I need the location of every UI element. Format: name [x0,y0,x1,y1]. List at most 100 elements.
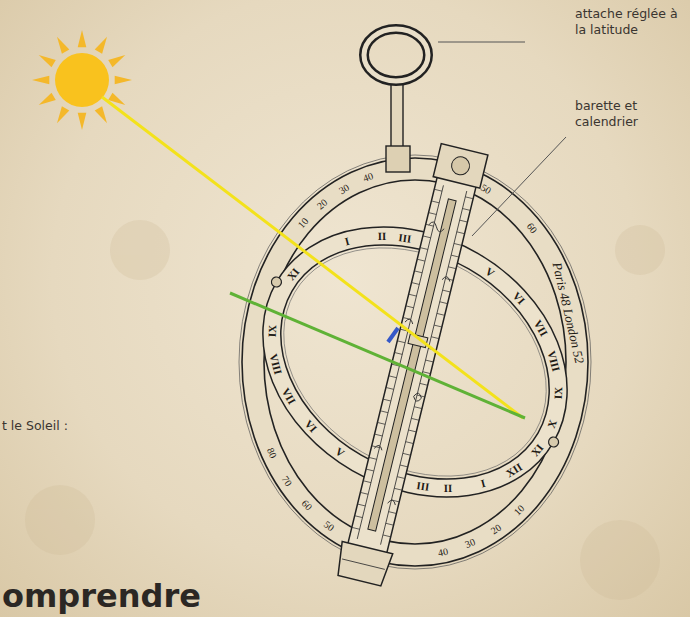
parchment-spots [580,520,660,600]
hour-line [230,293,525,418]
bridge-bar [400,465,408,467]
sun-symbol [32,30,132,130]
sun-symbol [39,55,56,67]
bridge-bar [352,527,360,529]
hour-ring [226,186,604,539]
hour-numeral: II [377,230,386,242]
suspension-ring [364,29,428,81]
sun-symbol [95,37,107,54]
bridge-bar [386,387,394,389]
section-heading: omprendre [2,578,201,614]
bridge-bar [394,352,402,354]
bridge-bar [386,523,394,525]
parchment-spots [615,225,665,275]
bridge-bar [355,516,363,518]
bridge-bar [409,294,417,296]
bridge-bar [334,143,490,587]
bridge-bar [389,512,397,514]
sun-symbol [55,53,109,107]
hour-numeral: III [398,231,412,245]
sun-symbol [95,106,107,123]
bridge-bar [423,372,431,374]
bridge-bar [440,302,448,304]
suspension-ring [364,29,428,150]
bridge-bar [383,535,391,537]
pinhole-mark [388,328,398,342]
bridge-bar [403,453,411,455]
bridge-bar [433,144,488,188]
part-label: barette et calendrier [575,98,687,130]
bridge-bar [377,422,385,424]
bridge-bar [465,197,473,199]
bridge-bar [368,199,456,531]
leader-line [438,42,525,43]
bridge-bar [383,399,391,401]
bridge-bar [375,434,383,436]
bridge-bar [369,457,377,459]
bridge-bar [443,290,451,292]
bridge-bar [414,271,422,273]
bridge-bar [363,481,371,483]
bridge-bar [366,469,374,471]
degree-number: 40 [437,546,449,559]
sun-symbol [108,55,125,67]
bridge-bar [362,221,462,505]
sun-symbol [57,106,69,123]
bridge-bar [406,306,414,308]
bridge-bar [426,360,434,362]
sun-symbol [57,37,69,54]
sun-symbol [78,113,87,130]
bridge-bar [420,383,428,385]
leader-line [472,137,566,236]
meridian-ring [239,155,591,569]
sun-symbol [39,93,56,105]
bridge-bar [397,341,405,343]
bridge-bar [397,477,405,479]
bridge-bar [334,541,393,586]
bridge-bar [342,559,385,569]
sun-symbol [78,30,87,47]
hour-numeral: II [444,482,453,494]
meridian-ring [242,158,588,566]
bridge-bar [406,442,414,444]
bridge-bar [389,376,397,378]
bridge-bar [411,418,419,420]
bridge-bar [348,176,477,555]
bridge-bar [408,334,428,348]
bridge-bar [437,313,445,315]
bridge-bar [357,185,443,539]
hour-ring [209,171,620,553]
hour-ring [547,435,561,449]
bridge-bar [358,504,366,506]
bridge-bar [412,283,420,285]
bridge-bar [423,236,431,238]
bridge-bar [414,407,422,409]
hour-ring [270,275,284,289]
bridge-bar [450,155,472,177]
bridge-bar [454,243,462,245]
parchment-spots [110,220,170,280]
bridge-bar [448,267,456,269]
meridian-ring [253,169,577,555]
sun-symbol [32,30,132,130]
sun-symbol [115,76,132,85]
suspension-ring [391,78,403,150]
latitude-slider [386,146,410,172]
sun-ray-line [102,97,523,418]
sun-symbol [32,76,49,85]
bridge-bar [381,191,467,545]
bridge-bar [352,189,473,537]
hour-numeral: IX [266,325,278,338]
cut-text: t le Soleil : [2,418,68,434]
bridge-bar [451,255,459,257]
bridge-bar [431,337,439,339]
bridge-bar [417,259,425,261]
meridian-ring [239,155,591,569]
bridge-bar [431,201,439,203]
hour-numeral: IX [552,387,564,400]
bridge-bar [360,492,368,494]
parchment-spots [25,485,95,555]
bridge-bar [394,488,402,490]
